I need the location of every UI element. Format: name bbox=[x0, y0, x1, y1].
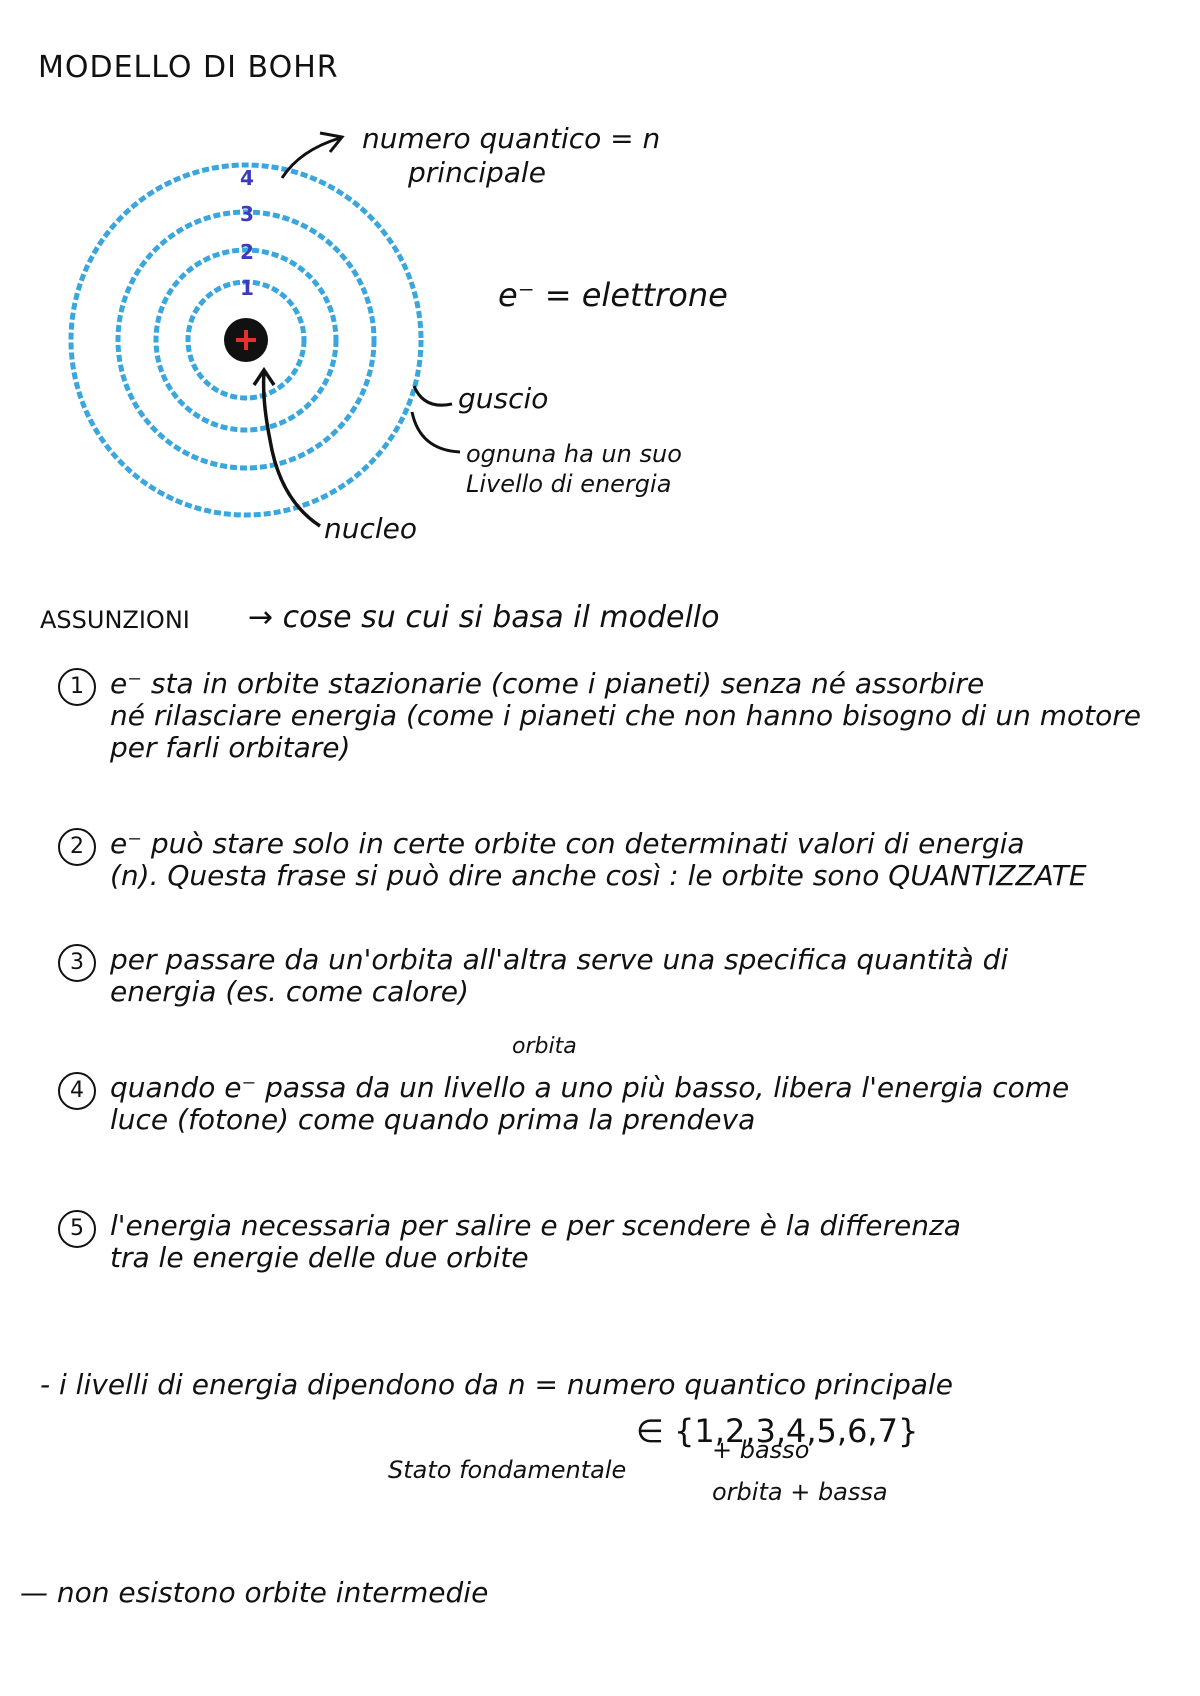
assumption-number-2: 2 bbox=[58, 828, 96, 866]
assumptions-heading: ASSUNZIONI bbox=[40, 606, 190, 634]
assumption-4: quando e⁻ passa da un livello a uno più … bbox=[110, 1072, 1069, 1136]
guscio-label: guscio bbox=[458, 382, 549, 415]
levels-line: - i livelli di energia dipendono da n = … bbox=[40, 1368, 953, 1401]
assumption-1-line-3: per farli orbitare) bbox=[110, 731, 351, 764]
nucleus-plus-icon bbox=[236, 330, 256, 350]
quantum-number-label-2: principale bbox=[408, 156, 546, 189]
assumption-number-3: 3 bbox=[58, 944, 96, 982]
assumption-3-line-2: energia (es. come calore) bbox=[110, 975, 469, 1008]
assumption-number-1: 1 bbox=[58, 668, 96, 706]
assumption-number-4: 4 bbox=[58, 1072, 96, 1110]
shell-4 bbox=[68, 162, 424, 518]
assumption-5-line-1: l'energia necessaria per salire e per sc… bbox=[110, 1209, 961, 1242]
shell-number-4: 4 bbox=[240, 166, 254, 190]
assumption-4-above: orbita bbox=[512, 1034, 577, 1059]
arrow-quantum-icon bbox=[280, 131, 345, 179]
energy-pointer bbox=[410, 411, 461, 454]
shell-3 bbox=[115, 209, 377, 471]
lowest-label-1: + basso bbox=[712, 1436, 810, 1464]
assumption-3-line-1: per passare da un'orbita all'altra serve… bbox=[110, 943, 1009, 976]
shell-number-2: 2 bbox=[240, 240, 254, 264]
levels-set: ∈ {1,2,3,4,5,6,7} bbox=[636, 1412, 919, 1450]
assumption-5: l'energia necessaria per salire e per sc… bbox=[110, 1210, 961, 1274]
lowest-label-2: orbita + bassa bbox=[712, 1478, 888, 1506]
assumption-3: per passare da un'orbita all'altra serve… bbox=[110, 944, 1008, 1008]
quantum-number-label: numero quantico = n bbox=[362, 122, 661, 155]
assumption-2-line-2: (n). Questa frase si può dire anche così… bbox=[110, 859, 1087, 892]
assumption-5-line-2: tra le energie delle due orbite bbox=[110, 1241, 529, 1274]
assumption-2-line-1: e⁻ può stare solo in certe orbite con de… bbox=[110, 827, 1025, 860]
assumption-1: e⁻ sta in orbite stazionarie (come i pia… bbox=[110, 668, 1141, 764]
assumption-1-line-1: e⁻ sta in orbite stazionarie (come i pia… bbox=[110, 667, 985, 700]
energy-label-2: Livello di energia bbox=[466, 470, 672, 498]
shell-number-1: 1 bbox=[240, 276, 254, 300]
nucleo-label: nucleo bbox=[324, 512, 418, 545]
arrow-nucleo-icon bbox=[252, 366, 321, 528]
assumption-4-line-1: quando e⁻ passa da un livello a uno più … bbox=[110, 1071, 1070, 1104]
assumption-2: e⁻ può stare solo in certe orbite con de… bbox=[110, 828, 1087, 892]
page-title: MODELLO DI BOHR bbox=[38, 50, 339, 85]
assumptions-intro: → cose su cui si basa il modello bbox=[248, 600, 720, 635]
guscio-pointer bbox=[412, 385, 453, 407]
shell-number-3: 3 bbox=[240, 202, 254, 226]
no-intermediate-orbits: — non esistono orbite intermedie bbox=[20, 1576, 489, 1609]
shell-2 bbox=[153, 247, 339, 433]
energy-label-1: ognuna ha un suo bbox=[466, 440, 682, 468]
shell-1 bbox=[185, 279, 307, 401]
assumption-number-5: 5 bbox=[58, 1210, 96, 1248]
assumption-1-line-2: né rilasciare energia (come i pianeti ch… bbox=[110, 699, 1141, 732]
assumption-4-line-2: luce (fotone) come quando prima la prend… bbox=[110, 1103, 756, 1136]
ground-state-label: Stato fondamentale bbox=[388, 1456, 627, 1484]
electron-definition: e⁻ = elettrone bbox=[498, 276, 728, 314]
bohr-diagram bbox=[68, 131, 461, 528]
